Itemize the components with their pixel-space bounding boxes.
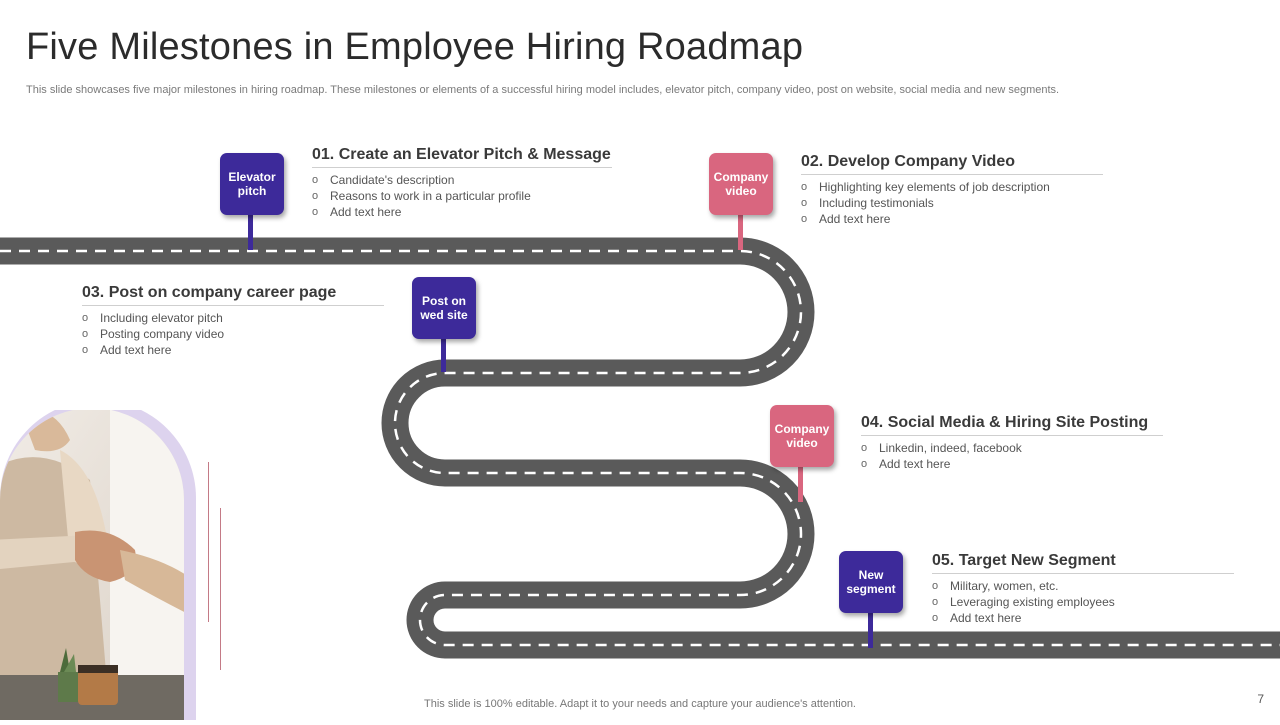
- bullet-text: Including elevator pitch: [100, 311, 223, 325]
- pin-post-website: Post on wed site: [412, 277, 476, 339]
- bullet-icon: o: [801, 213, 808, 225]
- bullet-text: Add text here: [330, 205, 402, 219]
- milestone-4: 04. Social Media & Hiring Site Posting o…: [861, 414, 1163, 472]
- bullet-text: Add text here: [100, 343, 172, 357]
- list-item: o Reasons to work in a particular profile: [312, 188, 612, 204]
- pin-label: Elevator pitch: [228, 170, 276, 198]
- milestone-bullets: o Highlighting key elements of job descri…: [801, 179, 1103, 227]
- bullet-icon: o: [861, 458, 868, 470]
- list-item: o Add text here: [82, 342, 384, 358]
- pin-pole-new-segment: [868, 612, 873, 648]
- bullet-icon: o: [312, 190, 319, 202]
- pin-label: Company video: [774, 422, 830, 450]
- milestone-title: 05. Target New Segment: [932, 552, 1234, 574]
- milestone-title: 02. Develop Company Video: [801, 153, 1103, 175]
- bullet-text: Including testimonials: [819, 196, 934, 210]
- bullet-text: Candidate's description: [330, 173, 455, 187]
- pin-new-segment: New segment: [839, 551, 903, 613]
- milestone-title: 04. Social Media & Hiring Site Posting: [861, 414, 1163, 436]
- bullet-icon: o: [932, 596, 939, 608]
- page-title: Five Milestones in Employee Hiring Roadm…: [26, 26, 804, 68]
- milestone-3: 03. Post on company career page o Includi…: [82, 284, 384, 358]
- bullet-icon: o: [801, 181, 808, 193]
- pin-pole-company-video-1: [738, 214, 743, 250]
- pin-pole-elevator: [248, 214, 253, 250]
- bullet-icon: o: [82, 328, 89, 340]
- list-item: o Leveraging existing employees: [932, 594, 1234, 610]
- list-item: o Add text here: [801, 211, 1103, 227]
- page-number: 7: [1257, 692, 1264, 706]
- bullet-icon: o: [82, 312, 89, 324]
- pin-label: Company video: [713, 170, 769, 198]
- handshake-photo: [0, 400, 200, 720]
- milestone-title: 03. Post on company career page: [82, 284, 384, 306]
- handshake-photo-illustration: [0, 400, 196, 720]
- list-item: o Linkedin, indeed, facebook: [861, 440, 1163, 456]
- footer-note: This slide is 100% editable. Adapt it to…: [424, 698, 856, 710]
- decorative-divider-1: [208, 462, 209, 622]
- bullet-text: Leveraging existing employees: [950, 595, 1115, 609]
- list-item: o Including testimonials: [801, 195, 1103, 211]
- milestone-title: 01. Create an Elevator Pitch & Message: [312, 146, 612, 168]
- bullet-text: Add text here: [879, 457, 951, 471]
- list-item: o Posting company video: [82, 326, 384, 342]
- bullet-icon: o: [801, 197, 808, 209]
- pin-label: New segment: [846, 568, 896, 596]
- bullet-icon: o: [312, 206, 319, 218]
- bullet-text: Add text here: [819, 212, 891, 226]
- bullet-icon: o: [932, 612, 939, 624]
- bullet-text: Reasons to work in a particular profile: [330, 189, 531, 203]
- road-center-dashes: [0, 249, 1280, 647]
- bullet-text: Posting company video: [100, 327, 225, 341]
- decorative-divider-2: [220, 508, 221, 670]
- pin-pole-post-website: [441, 338, 446, 372]
- milestone-5: 05. Target New Segment o Military, women,…: [932, 552, 1234, 626]
- pin-company-video-2: Company video: [770, 405, 834, 467]
- list-item: o Military, women, etc.: [932, 578, 1234, 594]
- page-subtitle: This slide showcases five major mileston…: [26, 84, 1060, 96]
- bullet-text: Highlighting key elements of job descrip…: [819, 180, 1050, 194]
- pin-elevator-pitch: Elevator pitch: [220, 153, 284, 215]
- bullet-icon: o: [861, 442, 868, 454]
- bullet-text: Military, women, etc.: [950, 579, 1059, 593]
- bullet-icon: o: [82, 344, 89, 356]
- bullet-icon: o: [312, 174, 319, 186]
- pin-pole-company-video-2: [798, 466, 803, 502]
- bullet-text: Add text here: [950, 611, 1022, 625]
- pin-company-video-1: Company video: [709, 153, 773, 215]
- list-item: o Add text here: [312, 204, 612, 220]
- list-item: o Add text here: [932, 610, 1234, 626]
- list-item: o Highlighting key elements of job descri…: [801, 179, 1103, 195]
- bullet-text: Linkedin, indeed, facebook: [879, 441, 1022, 455]
- list-item: o Candidate's description: [312, 172, 612, 188]
- milestone-1: 01. Create an Elevator Pitch & Message o…: [312, 146, 612, 220]
- list-item: o Including elevator pitch: [82, 310, 384, 326]
- pin-label: Post on wed site: [420, 294, 468, 322]
- list-item: o Add text here: [861, 456, 1163, 472]
- bullet-icon: o: [932, 580, 939, 592]
- milestone-2: 02. Develop Company Video o Highlighting …: [801, 153, 1103, 227]
